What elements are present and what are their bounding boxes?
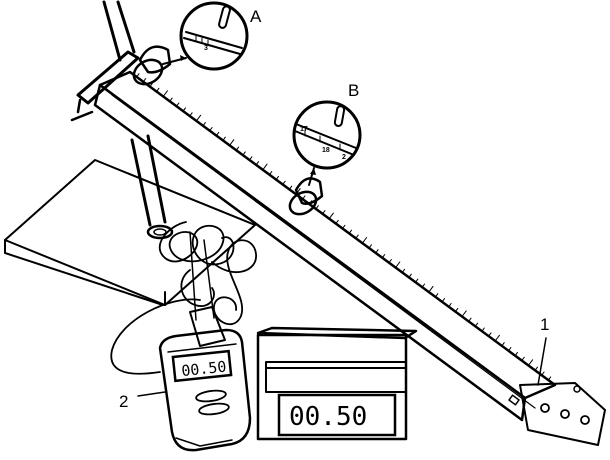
tripod-support-icon [130, 134, 174, 240]
label-a: A [250, 7, 262, 26]
label-1: 1 [540, 315, 549, 334]
handheld-timer-reading: 00.50 [180, 358, 227, 381]
end-bracket-icon [508, 382, 606, 446]
label-2: 2 [119, 392, 128, 411]
glider-b-icon [288, 167, 324, 216]
stand-rod-icon [102, 0, 136, 62]
desk-timer-screen [277, 393, 397, 437]
photogate-cable-icon [110, 221, 257, 375]
desk-timer-reading: 00.50 [289, 402, 367, 432]
table-top-icon [4, 159, 256, 306]
handheld-timer-screen [171, 349, 233, 383]
magnifier-b-scale-left: 17 [300, 126, 308, 133]
label-2-leader [137, 391, 166, 397]
magnifier-b-icon: 17 18 2 [292, 100, 362, 170]
label-1-leader [537, 337, 547, 386]
magnifier-a-icon: 3 [179, 1, 249, 71]
air-track-icon [70, 50, 557, 422]
magnifier-b-scale-mid: 18 [322, 147, 330, 154]
label-b: B [348, 81, 359, 100]
glider-a-icon [132, 45, 187, 86]
handheld-timer-icon: 00.50 [158, 306, 252, 452]
desk-timer-icon: 00.50 [256, 326, 418, 441]
magnifier-a-scale-mark: 3 [204, 45, 208, 52]
magnifier-b-scale-right: 2 [342, 154, 346, 161]
